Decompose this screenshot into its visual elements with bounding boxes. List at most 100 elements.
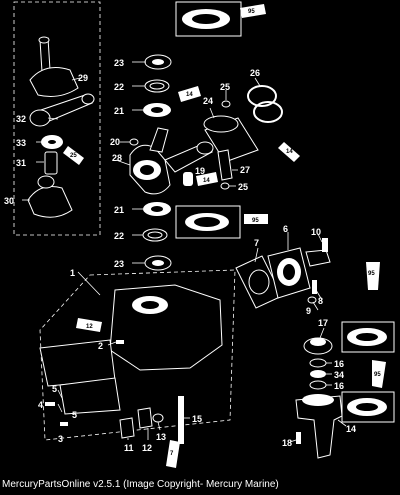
tube-label-12: 12 (86, 324, 93, 330)
seal-box-right-upper (341, 321, 395, 353)
piston-24 (203, 115, 259, 163)
seal-box-top (175, 1, 242, 37)
callout-15: 15 (192, 414, 202, 424)
tube-95-right-b: 95 (372, 360, 386, 388)
tube-label-95-top: 95 (248, 9, 255, 15)
callout-13: 13 (156, 432, 166, 442)
cap-17 (303, 337, 333, 355)
callout-18: 18 (282, 438, 292, 448)
crankcase-assembly-group-box (39, 269, 236, 441)
tube-25: 25 (63, 146, 84, 165)
callout-10: 10 (311, 227, 321, 237)
tube-12: 12 (76, 318, 102, 332)
tube-14-top: 14 (178, 86, 201, 102)
piston-pin-20 (129, 138, 139, 146)
retainer-25-bottom (220, 182, 230, 190)
callout-29: 29 (78, 73, 88, 83)
tube-label-25: 25 (70, 153, 77, 159)
spacer-34 (310, 370, 326, 378)
crankshaft-upper-29 (29, 36, 79, 97)
bearing-23-top (144, 54, 172, 70)
callout-6: 6 (283, 224, 288, 234)
seal-box-right-lower (341, 391, 395, 423)
callout-1: 1 (70, 268, 75, 278)
callout-32: 32 (16, 114, 26, 124)
callout-21-bottom: 21 (114, 205, 124, 215)
callout-12: 12 (142, 443, 152, 453)
callout-23-bottom: 23 (114, 259, 124, 269)
callout-8: 8 (318, 296, 323, 306)
callout-22-top: 22 (114, 82, 124, 92)
crankshaft-kit-group-box (13, 1, 101, 236)
tube-95-middle: 95 (244, 214, 268, 224)
callout-3: 3 (58, 434, 63, 444)
tube-label-14-right: 14 (286, 149, 293, 155)
tube-label-7: 7 (170, 451, 174, 457)
leader-lines (22, 61, 347, 443)
callout-labels: 29 32 33 31 30 28 20 23 22 21 21 22 23 2… (4, 58, 356, 453)
tube-label-95-middle: 95 (252, 218, 259, 224)
bearing-21-top (143, 103, 171, 117)
tube-95-right-a: 95 (366, 262, 380, 290)
hose-15 (178, 396, 184, 444)
seal-box-middle (175, 205, 241, 239)
washer-22-bottom (142, 228, 168, 242)
crankshaft-lower-30 (27, 175, 73, 218)
callout-22-bottom: 22 (114, 231, 124, 241)
callout-20: 20 (110, 137, 120, 147)
cover-plate-6 (267, 247, 311, 299)
callout-23-top: 23 (114, 58, 124, 68)
pin-31 (44, 151, 58, 175)
callout-7: 7 (254, 238, 259, 248)
seal-16-top (309, 358, 327, 368)
tube-label-95-right-a: 95 (368, 271, 375, 277)
callout-5-upper: 5 (52, 384, 57, 394)
tube-14-right: 14 (278, 142, 300, 162)
washer-9 (307, 296, 317, 304)
copyright-footer: MercuryPartsOnline v2.5.1 (Image Copyrig… (2, 479, 279, 490)
tube-label-14-top: 14 (186, 92, 193, 98)
screw-3 (60, 422, 68, 426)
seal-16-bottom (309, 380, 327, 390)
bolt-8 (312, 280, 317, 294)
callout-16-bottom: 16 (334, 381, 344, 391)
tube-95-top: 95 (240, 4, 266, 18)
needle-bearing-19 (183, 172, 193, 186)
piston-rings-26 (247, 85, 283, 123)
callout-4: 4 (38, 400, 43, 410)
callout-14: 14 (346, 424, 356, 434)
callout-11: 11 (124, 443, 134, 453)
callout-25-top: 25 (220, 82, 230, 92)
bearing-21-bottom (143, 202, 171, 216)
bolt-18 (296, 432, 301, 444)
callout-2: 2 (98, 341, 103, 351)
bearing-23-bottom (144, 255, 172, 271)
callout-30: 30 (4, 196, 14, 206)
washer-22-top (144, 79, 170, 93)
bearing-33 (41, 135, 63, 149)
tube-7: 7 (166, 440, 180, 468)
bolt-4 (45, 402, 55, 406)
tube-14-mid: 14 (196, 172, 218, 186)
callout-33: 33 (16, 138, 26, 148)
connecting-rod-32 (29, 93, 95, 127)
screw-2 (116, 340, 124, 344)
callout-31: 31 (16, 158, 26, 168)
parts-11-12-13 (119, 407, 164, 439)
callout-5-lower: 5 (72, 410, 77, 420)
wrist-pin-27 (217, 149, 233, 181)
callout-16-top: 16 (334, 359, 344, 369)
tube-label-95-right-b: 95 (374, 372, 381, 378)
callout-27: 27 (240, 165, 250, 175)
callout-19: 19 (195, 166, 205, 176)
crankcase-1 (39, 284, 223, 415)
tube-label-14-mid: 14 (203, 178, 210, 184)
callout-21-top: 21 (114, 106, 124, 116)
callout-17: 17 (318, 318, 328, 328)
callout-26: 26 (250, 68, 260, 78)
callout-24: 24 (203, 96, 213, 106)
callout-28: 28 (112, 153, 122, 163)
retainer-25-top (221, 100, 231, 108)
housing-14 (295, 394, 343, 459)
